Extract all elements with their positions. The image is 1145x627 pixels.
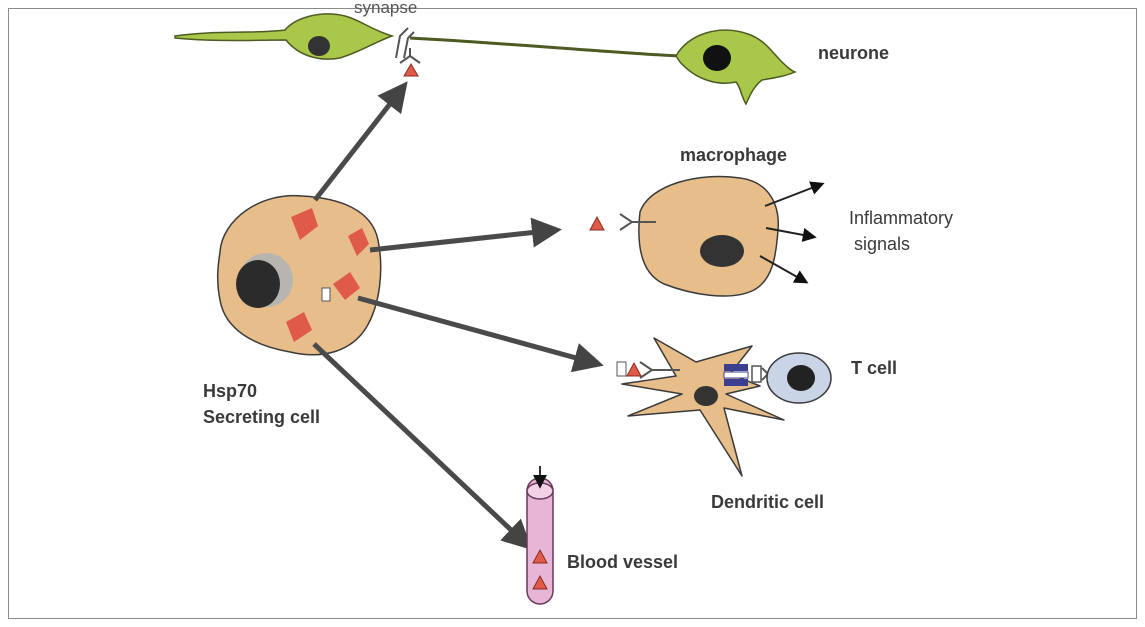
neurone-left-cell xyxy=(175,14,392,59)
inflammatory-signals-label-line2: signals xyxy=(854,234,910,255)
dendritic-cell xyxy=(622,338,784,476)
synapse-label: synapse xyxy=(354,0,417,18)
arrow-to-neurone xyxy=(315,86,404,200)
neurone-label: neurone xyxy=(818,43,889,64)
macrophage-label: macrophage xyxy=(680,145,787,166)
inflammatory-signals-label-line1: Inflammatory xyxy=(849,208,953,229)
blood-vessel-label: Blood vessel xyxy=(567,552,678,573)
arrow-to-macrophage xyxy=(370,230,556,250)
dendritic-cell-label: Dendritic cell xyxy=(711,492,824,513)
neurone-right-cell xyxy=(676,30,795,104)
arrow-to-blood-vessel xyxy=(314,344,528,546)
mhc-complex xyxy=(724,364,768,386)
arrow-to-dendritic-cell xyxy=(358,298,598,364)
macrophage-cell xyxy=(639,176,778,296)
t-cell xyxy=(767,353,831,403)
hsp70-peptide-marker xyxy=(322,288,330,301)
hsp70-label-line1: Hsp70 xyxy=(203,381,257,402)
synapse-receptor xyxy=(400,48,420,76)
hsp70-label-line2: Secreting cell xyxy=(203,407,320,428)
neurone-axon xyxy=(410,38,680,56)
blood-vessel xyxy=(527,466,553,604)
hsp70-secreting-cell xyxy=(218,196,381,355)
t-cell-label: T cell xyxy=(851,358,897,379)
synapse-cleft xyxy=(396,28,414,58)
